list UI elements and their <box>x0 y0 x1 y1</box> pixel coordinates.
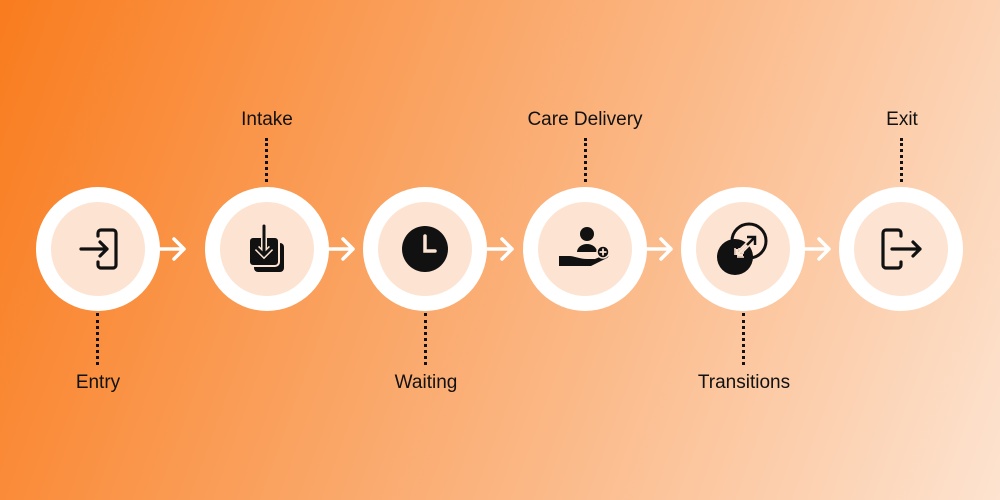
step-label-waiting: Waiting <box>394 372 458 393</box>
dotted-connector <box>424 313 427 365</box>
step-label-transitions: Transitions <box>697 372 791 393</box>
transfer-arrows-icon <box>717 222 768 275</box>
step-label-entry: Entry <box>75 372 121 393</box>
arrow-right-icon <box>327 237 355 261</box>
step-entry <box>36 187 160 311</box>
dotted-connector <box>900 138 903 182</box>
dotted-connector <box>96 313 99 365</box>
sign-in-icon <box>79 228 118 270</box>
dotted-connector <box>584 138 587 182</box>
dotted-connector <box>742 313 745 365</box>
step-intake <box>205 187 329 311</box>
dotted-connector <box>265 138 268 182</box>
download-stack-icon <box>248 224 284 272</box>
arrow-right-icon <box>486 237 514 261</box>
step-transitions <box>681 187 805 311</box>
step-waiting <box>363 187 487 311</box>
step-label-exit: Exit <box>886 109 918 130</box>
clock-icon <box>402 226 448 272</box>
step-exit <box>839 187 963 311</box>
step-label-care-delivery: Care Delivery <box>527 109 643 130</box>
arrow-right-icon <box>645 237 673 261</box>
step-care-delivery <box>523 187 647 311</box>
hand-person-plus-icon <box>559 227 610 266</box>
sign-out-icon <box>881 228 922 270</box>
step-label-intake: Intake <box>241 109 293 130</box>
arrow-right-icon <box>158 237 186 261</box>
arrow-right-icon <box>803 237 831 261</box>
